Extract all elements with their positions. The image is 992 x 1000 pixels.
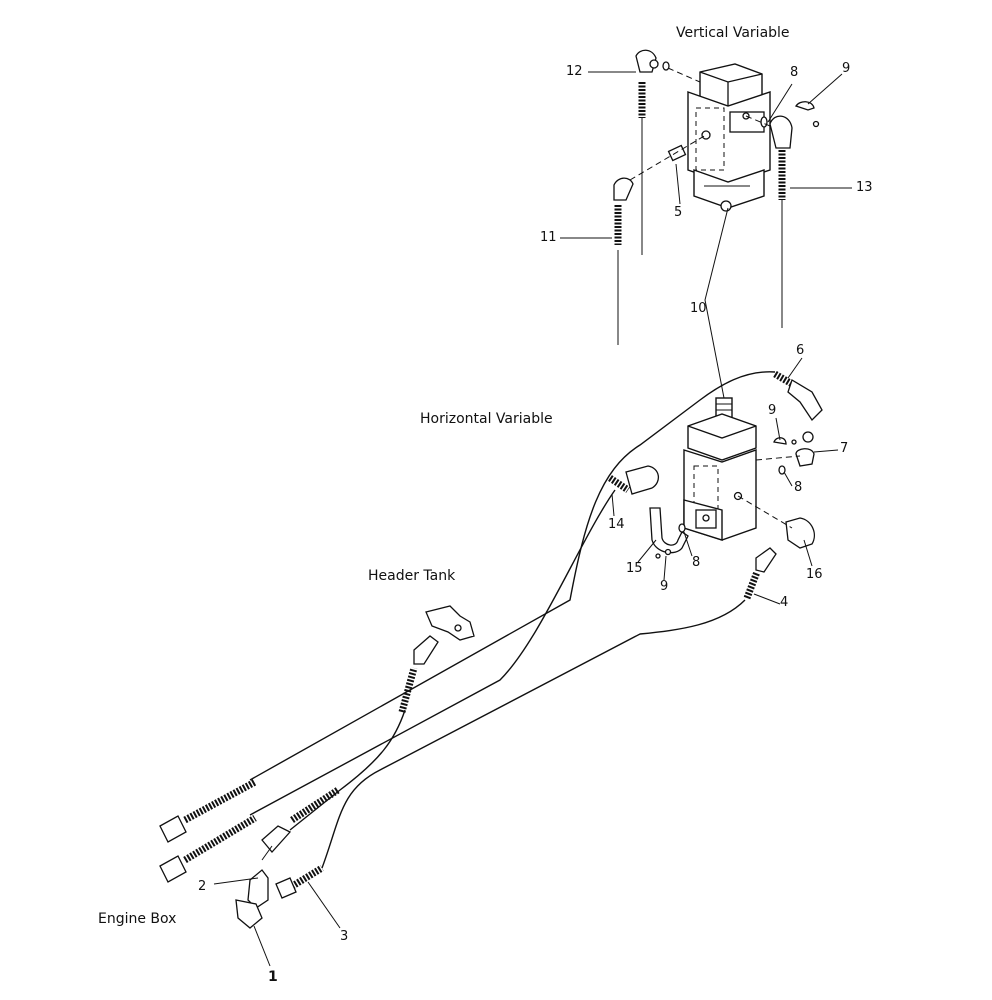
callout-5: 5	[674, 205, 683, 220]
engine-box-label: Engine Box	[98, 911, 177, 927]
callout-7: 7	[840, 441, 849, 456]
callout-13: 13	[856, 180, 873, 195]
vertical-variable-unit	[687, 63, 771, 212]
callout-12: 12	[566, 64, 583, 79]
callout-16: 16	[806, 567, 823, 582]
alignment-lines	[629, 67, 801, 529]
callout-11: 11	[540, 230, 557, 245]
callout-9-low: 9	[660, 579, 669, 594]
callout-6: 6	[796, 343, 805, 358]
callout-9-mid: 9	[768, 403, 777, 418]
callout-10: 10	[690, 301, 707, 316]
callout-4: 4	[780, 595, 789, 610]
callout-14: 14	[608, 517, 625, 532]
callout-8-low: 8	[692, 555, 701, 570]
callout-8-right: 8	[794, 480, 803, 495]
leader-lines	[213, 71, 852, 967]
callout-2: 2	[198, 879, 207, 894]
header-tank-label: Header Tank	[368, 568, 456, 584]
vertical-variable-label: Vertical Variable	[676, 25, 790, 41]
hose-fittings	[159, 49, 823, 929]
callout-9-top: 9	[842, 61, 851, 76]
horizontal-variable-label: Horizontal Variable	[420, 411, 553, 427]
horizontal-variable-unit	[683, 397, 757, 541]
callout-15: 15	[626, 561, 643, 576]
callout-8-top: 8	[790, 65, 799, 80]
long-hoses	[249, 118, 783, 869]
callout-3: 3	[340, 929, 349, 944]
callout-1: 1	[268, 969, 278, 985]
